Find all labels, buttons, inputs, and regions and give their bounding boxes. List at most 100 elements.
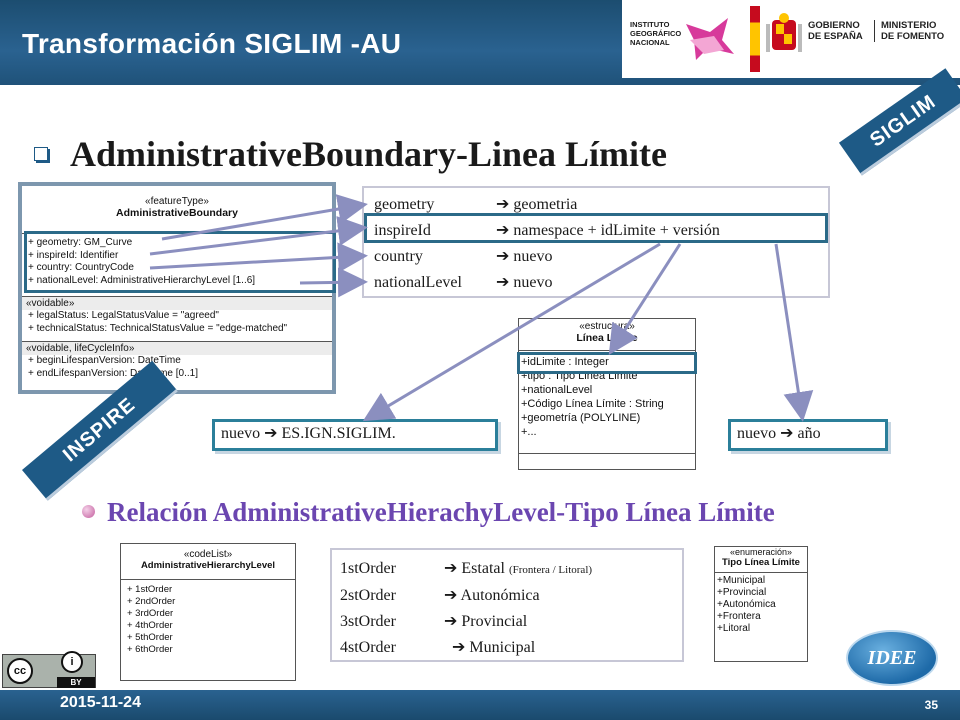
namespace-callout: nuevo ➔ ES.IGN.SIGLIM.: [212, 419, 498, 451]
section-subheading: Relación AdministrativeHierachyLevel-Tip…: [82, 497, 775, 528]
spain-flag-icon: [750, 6, 760, 72]
cc-by-label: BY: [57, 677, 95, 688]
section-heading-text: AdministrativeBoundary-Linea Límite: [70, 134, 668, 174]
uml-values: + 1stOrder + 2ndOrder + 3rdOrder + 4thOr…: [121, 580, 295, 656]
uml-class-name: AdministrativeHierarchyLevel: [140, 560, 276, 571]
right-arrow-icon: ➔: [444, 560, 462, 577]
uml-attribute: + geometry: GM_Curve: [28, 237, 133, 248]
uml-value: +Frontera: [717, 611, 761, 622]
right-arrow-icon: ➔: [496, 196, 514, 213]
uml-attribute: + country: CountryCode: [28, 262, 134, 273]
uml-voidable-header: «voidable»: [22, 297, 332, 310]
uml-attribute: +Código Línea Límite : String: [521, 398, 664, 410]
slide-title: Transformación SIGLIM -AU: [22, 28, 402, 59]
order-to: Estatal: [461, 560, 505, 577]
footer-date: 2015-11-24: [60, 694, 141, 711]
uml-enumeration: «enumeración» Tipo Línea Límite +Municip…: [714, 546, 808, 662]
ign-logo: INSTITUTO GEOGRÁFICO NACIONAL: [630, 10, 740, 68]
section-subheading-text: Relación AdministrativeHierachyLevel-Tip…: [107, 497, 775, 527]
right-arrow-icon: ➔: [444, 639, 470, 656]
order-from: 2stOrder: [340, 587, 396, 604]
gobierno-logo: GOBIERNO DE ESPAÑA MINISTERIO DE FOMENTO: [750, 6, 950, 72]
uml-lifecycle-section: «voidable, lifeCycleInfo» + beginLifespa…: [22, 341, 332, 380]
order-row: 1stOrder ➔ Estatal (Frontera / Litoral): [340, 556, 682, 583]
ign-logo-mark-icon: [686, 18, 734, 60]
callout-right: año: [797, 425, 821, 442]
ball-bullet-icon: [82, 505, 95, 519]
mapping-row: inspireId➔ namespace + idLimite + versió…: [374, 218, 828, 244]
uml-value: +Provincial: [717, 587, 767, 598]
ign-logo-text: INSTITUTO GEOGRÁFICO NACIONAL: [630, 20, 682, 47]
uml-header: «estructura» Línea Límite: [519, 319, 695, 351]
right-arrow-icon: ➔: [496, 274, 514, 291]
mapping-row: geometry➔ geometria: [374, 192, 828, 218]
uml-linea-limite: «estructura» Línea Límite +idLimite : In…: [518, 318, 696, 470]
uml-class-name: AdministrativeBoundary: [116, 207, 238, 219]
attribution-icon: i: [61, 651, 83, 673]
order-to: Provincial: [461, 613, 528, 630]
uml-attributes: + geometry: GM_Curve + inspireId: Identi…: [22, 234, 332, 296]
uml-value: + 4thOrder: [127, 620, 173, 631]
mapping-row: nationalLevel ➔ nuevo: [374, 270, 828, 296]
mapping-from: nationalLevel: [374, 274, 462, 291]
idee-logo-text: IDEE: [867, 647, 917, 669]
uml-stereotype: «enumeración»: [729, 547, 793, 557]
order-row: 4stOrder ➔ Municipal: [340, 635, 682, 661]
uml-class-name: Tipo Línea Límite: [722, 557, 800, 568]
uml-attribute: + inspireId: Identifier: [28, 249, 119, 261]
order-to: Autonómica: [460, 587, 540, 604]
uml-voidable-section: «voidable» + legalStatus: LegalStatusVal…: [22, 296, 332, 335]
uml-value: +Municipal: [717, 575, 766, 586]
uml-class-name: Línea Límite: [576, 332, 638, 344]
uml-lifecycle-header: «voidable, lifeCycleInfo»: [22, 342, 332, 355]
uml-divider: [519, 453, 695, 454]
order-from: 3stOrder: [340, 613, 396, 630]
uml-header: «enumeración» Tipo Línea Límite: [715, 547, 807, 573]
uml-codelist: «codeList» AdministrativeHierarchyLevel …: [120, 543, 296, 681]
mapping-from: country: [374, 248, 423, 265]
uml-value: + 5thOrder: [127, 632, 173, 643]
version-callout: nuevo ➔ año: [728, 419, 888, 451]
square-bullet-icon: [34, 146, 48, 161]
callout-right: ES.IGN.SIGLIM.: [281, 425, 396, 442]
order-from: 1stOrder: [340, 560, 396, 577]
uml-value: + 3rdOrder: [127, 608, 174, 619]
order-row: 3stOrder ➔ Provincial: [340, 609, 682, 635]
mapping-to: nuevo: [513, 274, 553, 291]
uml-header: «codeList» AdministrativeHierarchyLevel: [121, 544, 295, 580]
cc-icon: cc: [7, 658, 33, 684]
uml-value: + 2ndOrder: [127, 596, 176, 607]
coat-of-arms-icon: [766, 13, 802, 52]
uml-stereotype: «featureType»: [145, 196, 209, 207]
uml-values: +Municipal +Provincial +Autonómica +Fron…: [715, 573, 807, 635]
mapping-from: inspireId: [374, 222, 431, 239]
gobierno-text: GOBIERNO DE ESPAÑA: [808, 20, 863, 42]
idlimite-highlight: [517, 352, 697, 374]
mapping-to: namespace + idLimite + versión: [513, 222, 720, 239]
uml-value: + 6thOrder: [127, 644, 173, 655]
attributes-highlight: [24, 231, 336, 293]
uml-attribute: +geometría (POLYLINE): [521, 412, 641, 424]
mapping-to: nuevo: [513, 248, 553, 265]
right-arrow-icon: ➔: [444, 587, 461, 604]
uml-attribute: + endLifespanVersion: DateTime [0..1]: [28, 367, 199, 379]
order-to: Municipal: [469, 639, 536, 656]
mapping-to: geometria: [513, 196, 578, 213]
footer-bar: [0, 690, 960, 720]
uml-attribute: +...: [521, 426, 537, 438]
order-note: (Frontera / Litoral): [508, 564, 593, 576]
right-arrow-icon: ➔: [264, 425, 282, 442]
uml-attribute: + nationalLevel: AdministrativeHierarchy…: [28, 274, 256, 286]
right-arrow-icon: ➔: [444, 613, 462, 630]
uml-value: +Litoral: [717, 623, 751, 634]
uml-attribute: + technicalStatus: TechnicalStatusValue …: [28, 322, 288, 334]
callout-left: nuevo: [221, 425, 261, 442]
right-arrow-icon: ➔: [496, 248, 514, 265]
section-heading: AdministrativeBoundary-Linea Límite: [34, 133, 667, 175]
uml-header: «featureType» AdministrativeBoundary: [22, 186, 332, 234]
uml-value: + 1stOrder: [127, 584, 173, 595]
creative-commons-badge: cc i BY: [2, 651, 96, 688]
right-arrow-icon: ➔: [780, 425, 798, 442]
page-number: 35: [924, 698, 938, 712]
order-mapping-box: 1stOrder ➔ Estatal (Frontera / Litoral) 2…: [330, 548, 684, 662]
